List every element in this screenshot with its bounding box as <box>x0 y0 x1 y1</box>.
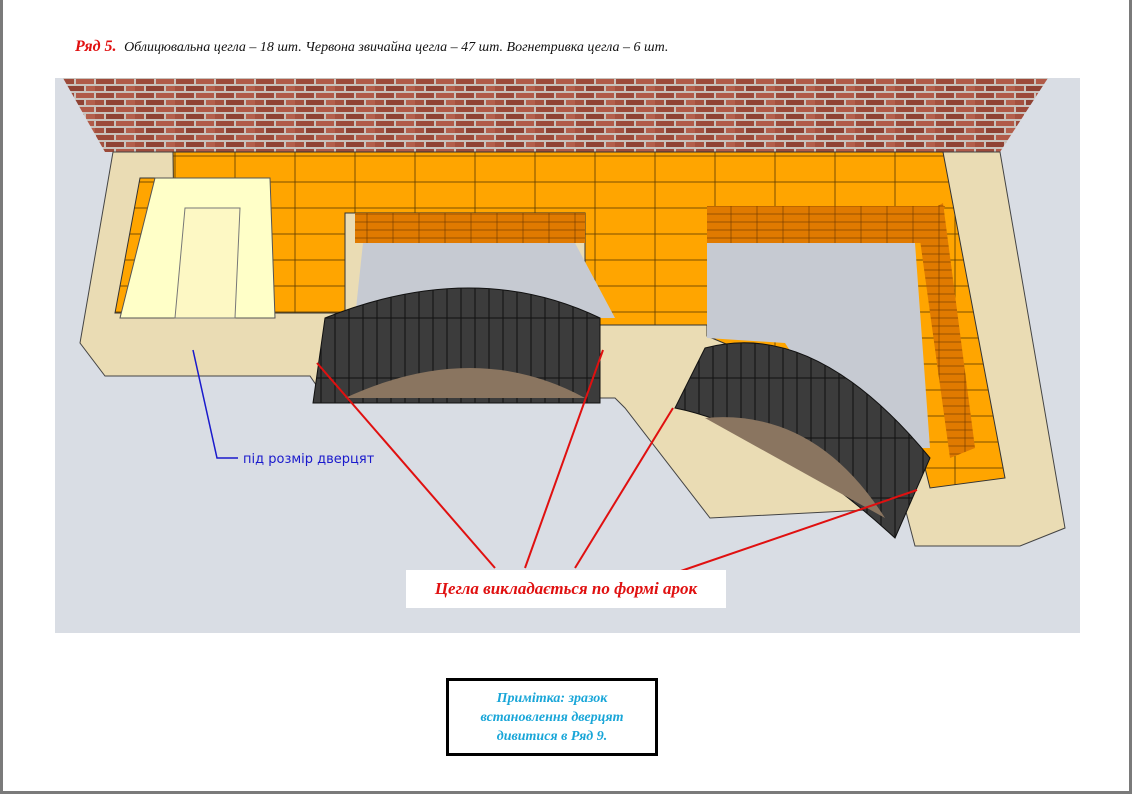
arrows <box>316 349 918 574</box>
door-annotation: під розмір дверцят <box>243 452 375 467</box>
arch-left <box>312 287 601 404</box>
row-label: Ряд 5. <box>75 38 117 55</box>
arch-annotation: Цегла викладається по формі арок <box>406 570 726 608</box>
note-text: Примітка: зразок встановлення дверцят ди… <box>480 690 624 744</box>
note-box: Примітка: зразок встановлення дверцят ди… <box>446 678 658 756</box>
door-pointer <box>192 349 238 459</box>
opening-right <box>707 243 930 448</box>
masonry-illustration <box>55 78 1080 633</box>
materials-text: Облицювальна цегла – 18 шт. Червона звич… <box>124 40 669 55</box>
inner-wall-left <box>355 213 585 243</box>
brick-wall <box>63 78 1048 152</box>
firebox-channel <box>174 207 241 319</box>
arch-right-wood <box>705 417 885 518</box>
inner-wall-side <box>917 203 975 458</box>
arch-left-wood <box>345 368 585 398</box>
page-heading: Ряд 5. Облицювальна цегла – 18 шт. Черво… <box>75 38 668 56</box>
inner-wall-right <box>707 206 945 243</box>
